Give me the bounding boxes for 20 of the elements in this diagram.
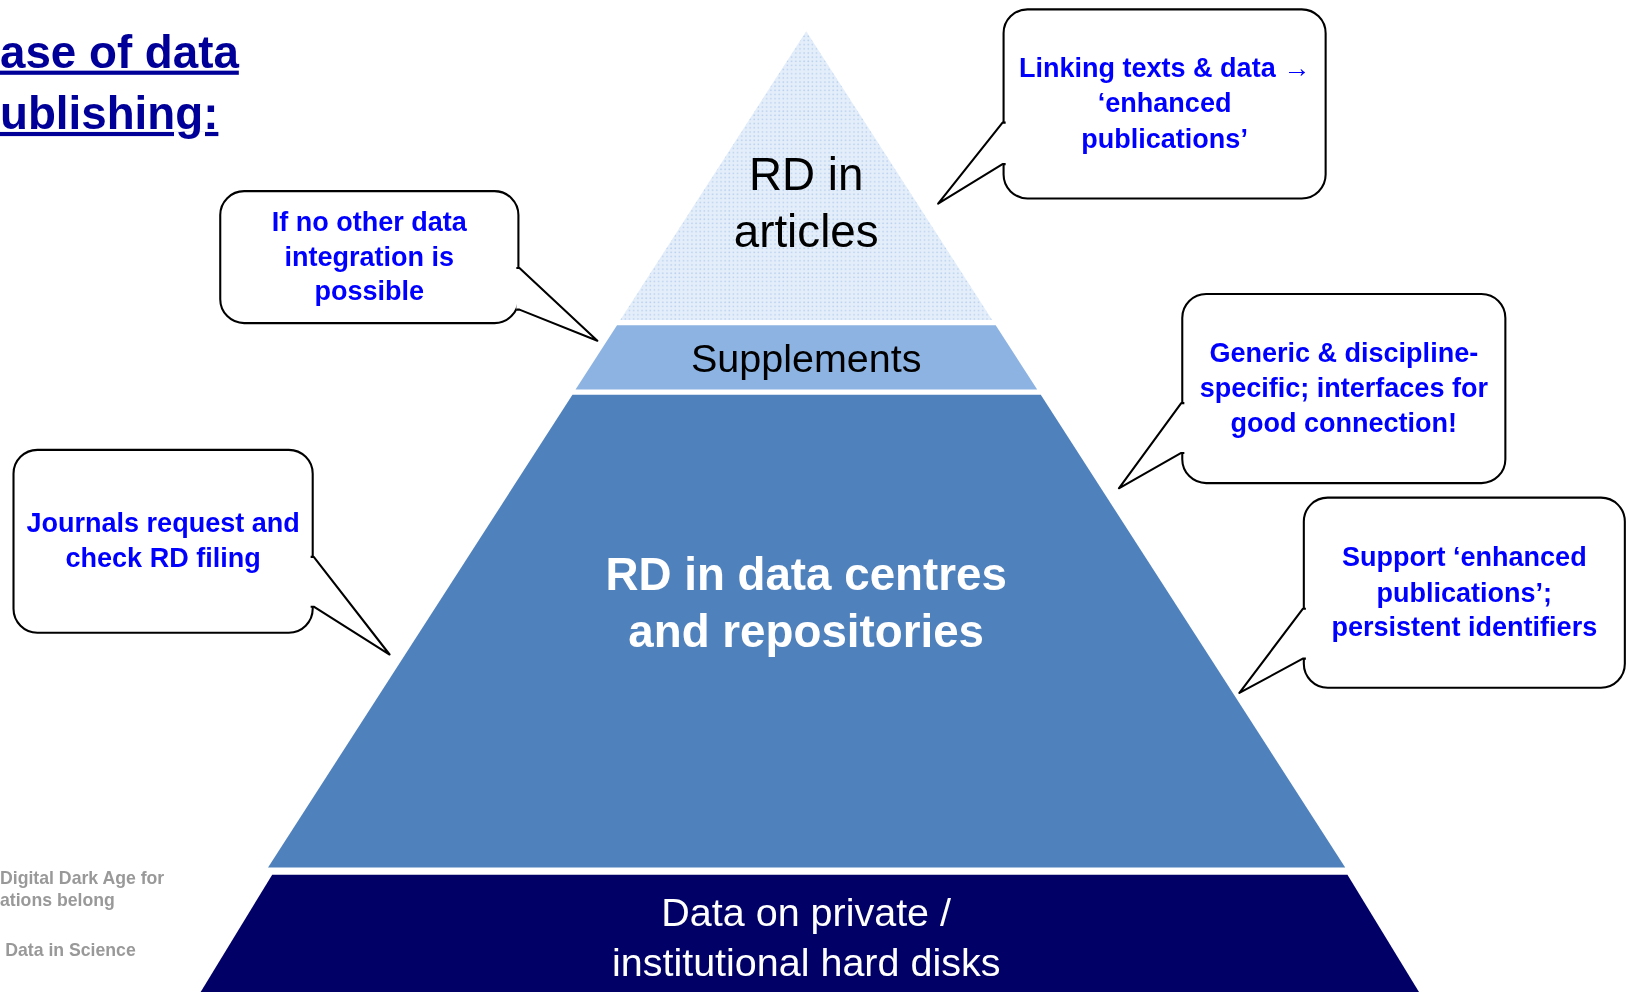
pyramid-band xyxy=(575,325,1037,390)
speech-bubble xyxy=(1302,496,1626,689)
speech-bubble xyxy=(219,190,520,325)
layer-label: Data on private / institutional hard disks xyxy=(611,889,1002,986)
callout-text: Generic & discipline-specific; interfaces for good connection! xyxy=(1198,335,1489,441)
layer-label: Supplements xyxy=(689,335,923,383)
callout-text: Linking texts & data → ‘enhanced publications’ xyxy=(1018,51,1312,156)
footer-note: Digital Dark Age for ations belong xyxy=(0,867,166,912)
callout-text: If no other data integration is possible xyxy=(270,204,468,309)
callout-text: Journals request and check RD filing xyxy=(25,506,301,576)
pyramid-tip xyxy=(620,31,993,320)
pyramid-base xyxy=(200,874,1420,992)
layer-label: RD in articles xyxy=(732,147,880,259)
speech-bubble xyxy=(1002,8,1327,200)
speech-bubble xyxy=(12,448,314,634)
callout-text: Support ‘enhanced publications’; persistent identifiers xyxy=(1330,540,1599,645)
footer-note: Data in Science xyxy=(5,939,137,962)
slide-title: ase of data ublishing: xyxy=(0,24,241,141)
layer-label: RD in data centres and repositories xyxy=(604,547,1008,659)
speech-bubble xyxy=(1181,292,1507,485)
